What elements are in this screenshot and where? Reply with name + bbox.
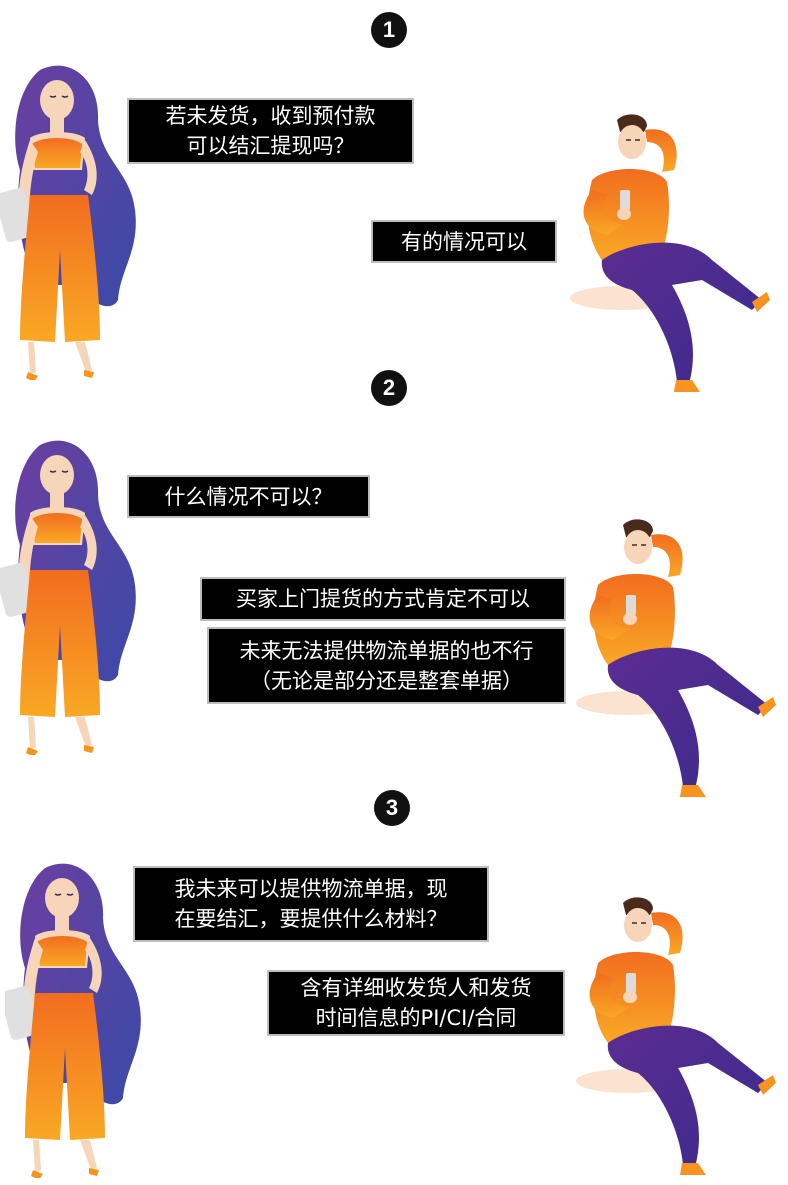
answer-line: （无论是部分还是整套单据） xyxy=(250,668,523,693)
answer-bubble-2b: 未来无法提供物流单据的也不行 （无论是部分还是整套单据） xyxy=(207,627,566,704)
answer-line: 未来无法提供物流单据的也不行 xyxy=(239,638,534,663)
answer-line: 有的情况可以 xyxy=(401,229,527,254)
answer-bubble-1: 有的情况可以 xyxy=(371,220,557,263)
man-illustration-2 xyxy=(568,515,778,805)
answer-line: 含有详细收发货人和发货 xyxy=(300,976,532,1000)
question-line: 我未来可以提供物流单据，现 xyxy=(174,877,448,901)
answer-line: 时间信息的PI/CI/合同 xyxy=(315,1006,517,1030)
question-bubble-1: 若未发货，收到预付款 可以结汇提现吗？ xyxy=(127,98,414,164)
question-bubble-3: 我未来可以提供物流单据，现 在要结汇，要提供什么材料？ xyxy=(133,866,489,942)
answer-line: 买家上门提货的方式肯定不可以 xyxy=(236,587,530,611)
man-illustration-3 xyxy=(568,893,778,1183)
answer-bubble-3: 含有详细收发货人和发货 时间信息的PI/CI/合同 xyxy=(267,970,565,1036)
question-line: 在要结汇，要提供什么材料？ xyxy=(174,907,448,931)
question-line: 若未发货，收到预付款 xyxy=(165,104,376,128)
question-line: 可以结汇提现吗？ xyxy=(186,134,355,158)
answer-bubble-2a: 买家上门提货的方式肯定不可以 xyxy=(200,577,566,621)
step-number-badge-3: 3 xyxy=(374,790,410,826)
step-number-badge-2: 2 xyxy=(371,370,407,406)
man-illustration-1 xyxy=(562,110,772,400)
question-bubble-2: 什么情况不可以？ xyxy=(127,475,370,518)
step-number-badge-1: 1 xyxy=(371,12,407,48)
question-line: 什么情况不可以？ xyxy=(164,484,333,509)
